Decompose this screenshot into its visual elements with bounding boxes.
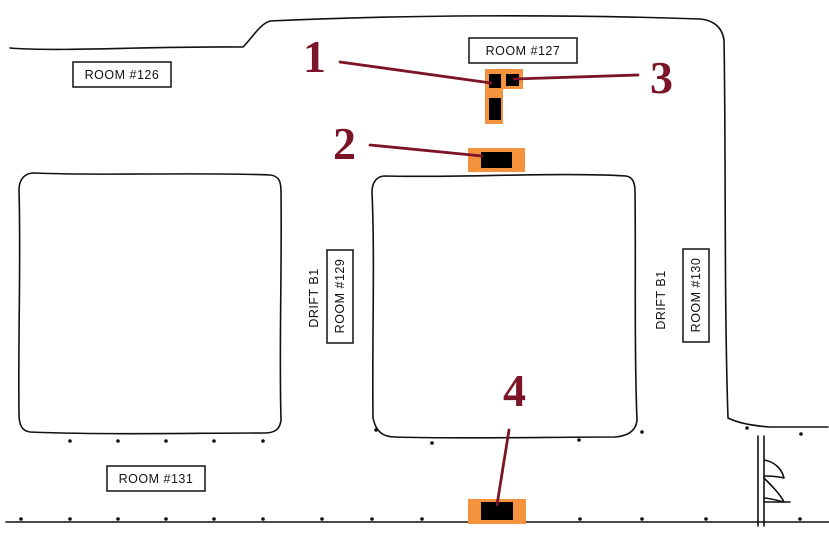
- room-130-text: ROOM #130: [689, 258, 703, 333]
- survey-dot: [420, 517, 424, 521]
- center-pillar: [371, 173, 638, 439]
- room-131-label: ROOM #131: [106, 465, 206, 492]
- survey-dot: [798, 517, 802, 521]
- survey-dot: [640, 517, 644, 521]
- callout-4: 4: [503, 365, 526, 416]
- door-leaf-upper: [763, 459, 785, 479]
- survey-dot: [116, 439, 120, 443]
- leader-line-4: [495, 428, 511, 507]
- survey-dot: [116, 517, 120, 521]
- survey-dot: [374, 428, 378, 432]
- drift-b1-left-label: DRIFT B1: [307, 268, 321, 327]
- survey-dot: [261, 517, 265, 521]
- leader-line-2: [368, 143, 484, 158]
- survey-dot: [430, 441, 434, 445]
- room-130-label: ROOM #130: [682, 248, 710, 343]
- marker-1-3: [485, 69, 523, 124]
- door-leaf-lower: [763, 477, 785, 503]
- survey-dot: [212, 517, 216, 521]
- room-126-text: ROOM #126: [85, 68, 160, 82]
- drift-b1-right-label: DRIFT B1: [654, 270, 668, 329]
- survey-dot: [68, 439, 72, 443]
- left-pillar: [17, 172, 283, 435]
- survey-dot: [261, 439, 265, 443]
- marker-core: [489, 74, 501, 88]
- marker-core: [481, 152, 512, 168]
- survey-dot: [320, 517, 324, 521]
- survey-dot: [745, 426, 749, 430]
- survey-dot: [164, 517, 168, 521]
- callout-3: 3: [650, 52, 673, 103]
- room-129-text: ROOM #129: [333, 259, 347, 334]
- room-131-text: ROOM #131: [119, 472, 194, 486]
- marker-core: [506, 74, 519, 86]
- leader-line-3: [512, 73, 640, 81]
- survey-dot: [640, 430, 644, 434]
- survey-dot: [164, 439, 168, 443]
- marker-gap: [503, 89, 523, 124]
- upper-drift-wall: [9, 14, 829, 428]
- marker-core: [489, 98, 501, 120]
- survey-dot: [212, 439, 216, 443]
- survey-dot: [68, 517, 72, 521]
- room-129-label: ROOM #129: [326, 249, 354, 344]
- callout-1: 1: [303, 31, 326, 82]
- survey-dots: [19, 426, 803, 521]
- survey-dot: [19, 517, 23, 521]
- survey-dot: [370, 517, 374, 521]
- survey-dot: [799, 432, 803, 436]
- room-126-label: ROOM #126: [72, 61, 172, 88]
- survey-dot: [577, 438, 581, 442]
- survey-dot: [578, 517, 582, 521]
- marker-2: [468, 148, 525, 172]
- survey-dot: [704, 517, 708, 521]
- callout-2: 2: [333, 118, 356, 169]
- room-127-text: ROOM #127: [486, 44, 561, 58]
- room-127-label: ROOM #127: [468, 37, 578, 64]
- leader-line-1: [338, 60, 493, 85]
- marker-core: [481, 502, 513, 520]
